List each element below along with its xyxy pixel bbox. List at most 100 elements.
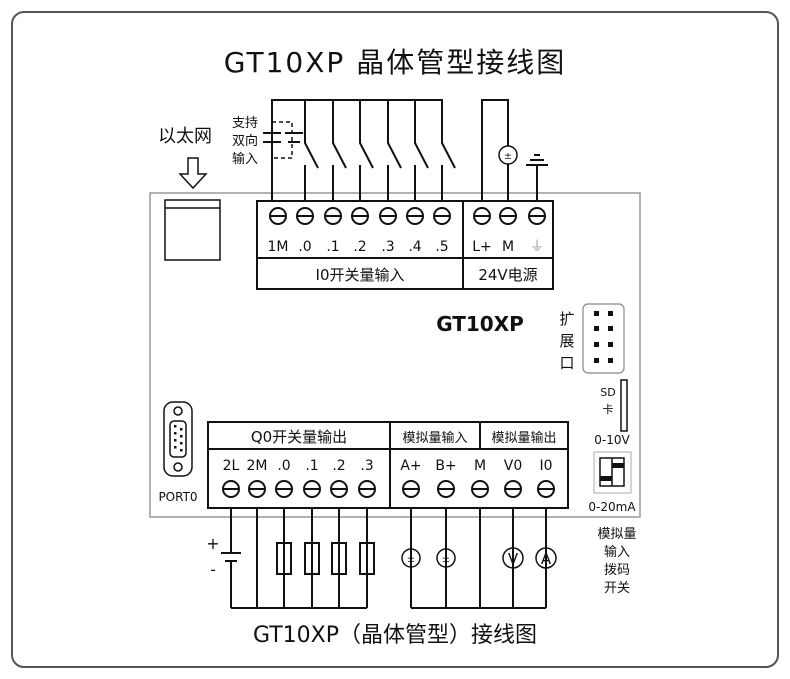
voltmeter-icon (502, 547, 524, 569)
analog-terminal-label: I0 (539, 458, 552, 474)
model-label: GT10XP (436, 312, 524, 336)
input-terminal-label: .5 (435, 239, 448, 255)
source-a-icon (401, 548, 421, 568)
switch-icon (359, 100, 374, 201)
output-terminal-screw[interactable] (303, 480, 321, 498)
port0-connector[interactable] (163, 401, 193, 477)
analog-terminal-label: B+ (435, 458, 456, 474)
power-terminal-label: L+ (472, 239, 492, 255)
analog-out-label: 模拟量输出 (491, 430, 556, 446)
ammeter-symbol: A (541, 550, 552, 568)
dashed-box (272, 121, 293, 159)
analog-terminal-screw[interactable] (504, 480, 522, 498)
dip-note-4: 开关 (604, 581, 630, 596)
output-terminal-label: 2L (223, 458, 240, 474)
dip-switch[interactable] (593, 451, 632, 494)
input-block-label: I0开关量输入 (316, 266, 405, 284)
input-terminal-label: 1M (268, 239, 289, 255)
input-terminal-block: I0开关量输入 24V电源 (256, 200, 554, 290)
ethernet-port[interactable] (164, 199, 221, 261)
ammeter-icon (535, 547, 557, 569)
power-terminal-screw[interactable] (528, 207, 546, 225)
source-b-symbol: ± (442, 554, 450, 565)
analog-terminal-screw[interactable] (471, 480, 489, 498)
analog-terminal-screw[interactable] (402, 480, 420, 498)
dip-note-3: 拨码 (604, 563, 630, 578)
dc-source-symbol: ± (504, 151, 512, 162)
switch-icon (304, 100, 319, 201)
analog-in-label: 模拟量输入 (402, 430, 467, 446)
plc-board (149, 192, 641, 518)
expansion-label-2: 展 (559, 332, 574, 350)
analog-terminal-label: A+ (400, 458, 421, 474)
output-terminal-screw[interactable] (330, 480, 348, 498)
sd-card-slot[interactable] (620, 379, 628, 432)
bidir-note-3: 输入 (232, 151, 258, 167)
ground-icon (526, 154, 548, 201)
output-terminal-screw[interactable] (248, 480, 266, 498)
input-terminal-screw[interactable] (433, 207, 451, 225)
load-resistor-icon (276, 542, 292, 575)
analog-terminal-screw[interactable] (537, 480, 555, 498)
input-terminal-screw[interactable] (324, 207, 342, 225)
power-wiring: ± (481, 99, 548, 201)
output-terminal-screw[interactable] (358, 480, 376, 498)
dip-top-label: 0-10V (594, 433, 630, 447)
expansion-port[interactable] (582, 303, 625, 374)
source-b-icon (436, 548, 456, 568)
input-terminal-label: .2 (353, 239, 366, 255)
output-wiring (221, 508, 546, 609)
output-terminal-label: .2 (332, 458, 345, 474)
switch-icon (414, 100, 429, 201)
analog-terminal-label: V0 (504, 458, 522, 474)
arrow-down-icon (178, 157, 208, 190)
input-terminal-label: .0 (298, 239, 311, 255)
input-terminal-label: .3 (381, 239, 394, 255)
battery-minus: - (210, 560, 216, 579)
power-terminal-label: M (502, 239, 514, 255)
power-block-label: 24V电源 (478, 266, 537, 284)
sd-card-label: 卡 (603, 403, 614, 416)
voltmeter-symbol: V (508, 550, 519, 568)
input-terminal-label: .4 (408, 239, 421, 255)
output-terminal-label: 2M (247, 458, 268, 474)
battery-plus: + (206, 534, 219, 553)
power-terminal-label: ⏚ (530, 239, 544, 255)
bidir-note-1: 支持 (232, 116, 258, 131)
input-terminal-screw[interactable] (379, 207, 397, 225)
dc-source-icon (498, 145, 518, 165)
input-terminal-screw[interactable] (351, 207, 369, 225)
switch-icon (387, 100, 402, 201)
analog-instruments: ± ± V A (401, 508, 557, 608)
power-terminal-screw[interactable] (499, 207, 517, 225)
output-terminal-label: .1 (305, 458, 318, 474)
input-terminal-label: .1 (326, 239, 339, 255)
source-a-symbol: ± (407, 554, 415, 565)
output-terminal-label: .3 (360, 458, 373, 474)
analog-terminal-label: M (474, 458, 486, 474)
power-terminal-screw[interactable] (473, 207, 491, 225)
load-resistor-icon (304, 542, 320, 575)
dip-note-2: 输入 (604, 544, 630, 560)
output-terminal-screw[interactable] (222, 480, 240, 498)
load-resistor-icon (359, 542, 375, 575)
input-terminal-screw[interactable] (269, 207, 287, 225)
switch-icon (332, 100, 347, 201)
input-wiring (271, 99, 456, 201)
input-terminal-screw[interactable] (406, 207, 424, 225)
dip-note-1: 模拟量 (597, 527, 636, 542)
port0-label: PORT0 (158, 490, 197, 504)
output-terminal-block: Q0开关量输出 模拟量输入 模拟量输出 (207, 421, 569, 509)
expansion-label-1: 扩 (559, 310, 574, 328)
page-title: GT10XP 晶体管型接线图 (224, 46, 566, 79)
output-terminal-screw[interactable] (275, 480, 293, 498)
input-terminal-screw[interactable] (296, 207, 314, 225)
bottom-title: GT10XP（晶体管型）接线图 (253, 623, 537, 648)
expansion-label-3: 口 (559, 354, 574, 372)
analog-terminal-screw[interactable] (437, 480, 455, 498)
ethernet-label: 以太网 (158, 126, 212, 147)
dip-bottom-label: 0-20mA (588, 500, 636, 514)
switch-icon (441, 100, 456, 201)
load-resistor-icon (331, 542, 347, 575)
